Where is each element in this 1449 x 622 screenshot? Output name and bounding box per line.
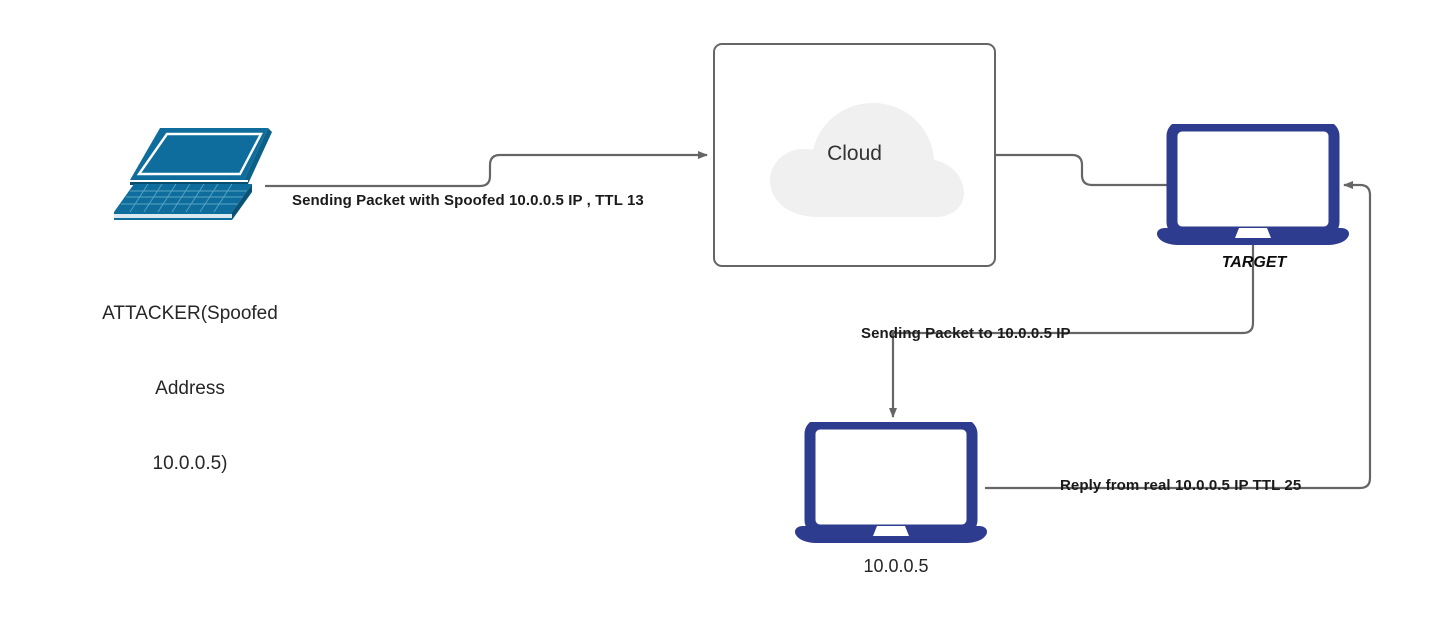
victim-node[interactable] [793,418,989,546]
attacker-caption: ATTACKER(Spoofed Address 10.0.0.5) [75,251,305,526]
victim-caption: 10.0.0.5 [863,556,929,576]
attacker-caption-line-2: Address [155,378,225,399]
edge-attacker-to-cloud [265,151,708,188]
edge-cloud-to-target [996,153,1172,187]
target-caption: TARGET [1221,254,1287,271]
target-node[interactable] [1155,120,1351,248]
edge-label-attacker-to-cloud: Sending Packet with Spoofed 10.0.0.5 IP … [292,192,644,209]
cloud-icon [770,103,964,217]
laptop-icon [1156,120,1350,245]
edge-label-target-to-victim: Sending Packet to 10.0.0.5 IP [861,325,1071,342]
edge-victim-to-target [985,181,1372,490]
attacker-caption-line-1: ATTACKER(Spoofed [102,303,278,324]
laptop-isometric-icon [114,128,272,220]
attacker-node[interactable] [112,124,277,224]
edge-target-to-victim [889,241,1255,418]
cloud-label: Cloud [827,142,882,165]
edge-label-victim-to-target: Reply from real 10.0.0.5 IP TTL 25 [1060,477,1302,494]
laptop-icon [794,418,988,543]
attacker-caption-line-3: 10.0.0.5) [152,453,228,474]
